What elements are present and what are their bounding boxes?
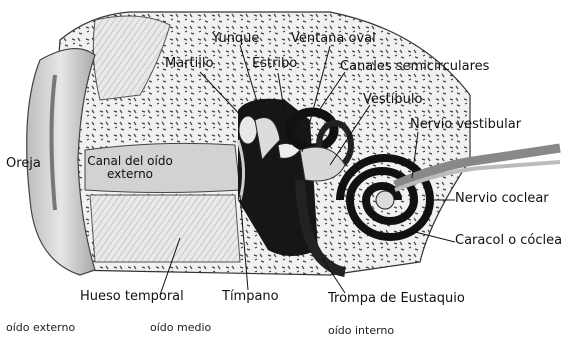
malleus-shape bbox=[239, 116, 257, 144]
label-canal-line1: Canal del oído bbox=[82, 155, 178, 168]
label-canal-line2: externo bbox=[82, 168, 178, 181]
lower-bone-block bbox=[90, 195, 240, 262]
label-martillo: Martillo bbox=[165, 57, 213, 70]
label-timpano: Tímpano bbox=[222, 290, 279, 303]
label-caracol-coclea: Caracol o cóclea bbox=[455, 234, 562, 247]
region-oido-externo: oído externo bbox=[6, 322, 75, 333]
label-nervio-coclear: Nervio coclear bbox=[455, 192, 549, 205]
label-nervio-vestibular: Nervio vestibular bbox=[410, 118, 521, 131]
label-vestibulo: Vestíbulo bbox=[363, 93, 422, 106]
label-estribo: Estribo bbox=[252, 57, 297, 70]
label-yunque: Yunque bbox=[212, 32, 259, 45]
label-trompa-eustaquio: Trompa de Eustaquio bbox=[328, 292, 465, 305]
label-hueso-temporal: Hueso temporal bbox=[80, 290, 184, 303]
label-canal-oido-externo: Canal del oído externo bbox=[82, 155, 178, 180]
cochlea-center bbox=[376, 191, 394, 209]
region-oido-interno: oído interno bbox=[328, 325, 394, 336]
label-ventana-oval: Ventana oval bbox=[291, 32, 376, 45]
region-oido-medio: oído medio bbox=[150, 322, 211, 333]
label-canales-semicirculares: Canales semicirculares bbox=[340, 60, 489, 73]
label-oreja: Oreja bbox=[6, 157, 41, 170]
